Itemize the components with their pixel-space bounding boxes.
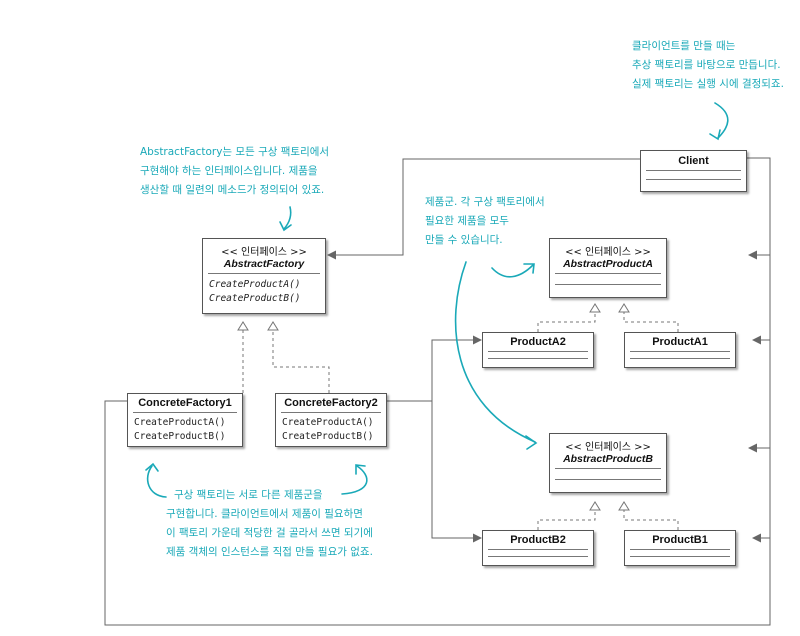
class-divider [488,556,588,557]
note-client-arrow [714,102,729,139]
class-divider [555,479,661,480]
class-concrete-factory2-name: ConcreteFactory2 [284,397,378,409]
class-abstract-product-b-name: AbstractProductB [563,453,653,465]
class-abstract-product-a: << 인터페이스 >> AbstractProductA [549,238,667,298]
note-cf-arrow-left [146,465,167,498]
class-divider [646,179,741,180]
note-concrete-factories: 구상 팩토리는 서로 다른 제품군을 구현합니다. 클라이언트에서 제품이 필요… [166,486,373,562]
stereotype-label: << 인터페이스 >> [221,247,307,258]
class-divider [630,358,730,359]
note-line: 이 팩토리 가운데 적당한 걸 골라서 쓰면 되기에 [166,527,373,539]
note-line: 만들 수 있습니다. [425,234,503,246]
note-line: 구현합니다. 클라이언트에서 제품이 필요하면 [166,508,363,520]
class-divider [630,556,730,557]
class-product-a2: ProductA2 [482,332,594,368]
b1-realizes-apb [623,510,679,530]
class-client: Client [640,150,747,192]
note-line: 구현해야 하는 인터페이스입니다. 제품을 [140,165,318,177]
a1-realizes-apa [623,312,679,332]
note-af-arrow [283,206,292,230]
note-line: 제품군. 각 구상 팩토리에서 [425,196,545,208]
class-divider [281,412,381,413]
class-product-a1: ProductA1 [624,332,736,368]
operations: CreateProductA() CreateProductB() [203,274,325,306]
cf1-products-loop [104,400,771,626]
operation: CreateProductA() [209,279,301,290]
class-abstract-product-a-name: AbstractProductA [563,258,653,270]
note-line: 필요한 제품을 모두 [425,215,509,227]
class-product-a2-name: ProductA2 [510,336,566,348]
note-family-arrow-b [454,261,536,443]
class-abstract-factory-name: AbstractFactory [223,258,305,270]
class-divider [555,468,661,469]
class-product-b1: ProductB1 [624,530,736,566]
operations: CreateProductA() CreateProductB() [276,413,386,444]
b2-realizes-apb [537,510,596,530]
class-product-a1-name: ProductA1 [652,336,708,348]
note-product-family: 제품군. 각 구상 팩토리에서 필요한 제품을 모두 만들 수 있습니다. [425,193,545,250]
note-client: 클라이언트를 만들 때는 추상 팩토리를 바탕으로 만듭니다. 실제 팩토리는 … [632,37,784,94]
note-line: 클라이언트를 만들 때는 [632,40,736,52]
operation: CreateProductB() [209,293,301,304]
class-product-b2-name: ProductB2 [510,534,566,546]
class-abstract-product-b: << 인터페이스 >> AbstractProductB [549,433,667,493]
class-concrete-factory2: ConcreteFactory2 CreateProductA() Create… [275,393,387,447]
cf2-products [387,335,482,402]
operation: CreateProductB() [134,431,226,442]
operation: CreateProductA() [282,417,374,428]
note-abstract-factory: AbstractFactory는 모든 구상 팩토리에서 구현해야 하는 인터페… [140,143,329,200]
class-divider [630,351,730,352]
note-line: 구상 팩토리는 서로 다른 제품군을 [174,489,323,501]
operation: CreateProductA() [134,417,226,428]
client-to-abstractfactory [327,158,640,260]
stereotype-label: << 인터페이스 >> [565,442,651,453]
note-line: AbstractFactory는 모든 구상 팩토리에서 [140,146,330,158]
note-line: 생산할 때 일련의 메소드가 정의되어 있죠. [140,184,325,196]
class-product-b1-name: ProductB1 [652,534,708,546]
stereotype-label: << 인터페이스 >> [565,247,651,258]
class-divider [488,351,588,352]
class-divider [555,284,661,285]
client-trunk [747,157,771,260]
note-line: 추상 팩토리를 바탕으로 만듭니다. [632,59,781,71]
class-divider [133,412,237,413]
note-line: 실제 팩토리는 실행 시에 결정되죠. [632,78,784,90]
class-divider [488,549,588,550]
note-cf-arrow-right [341,465,368,495]
class-divider [555,273,661,274]
note-family-arrow-a [491,264,534,278]
class-divider [488,358,588,359]
class-divider [630,549,730,550]
operations: CreateProductA() CreateProductB() [128,413,242,444]
note-line: 제품 객체의 인스턴스를 직접 만들 필요가 없죠. [166,546,373,558]
class-product-b2: ProductB2 [482,530,594,566]
class-concrete-factory1: ConcreteFactory1 CreateProductA() Create… [127,393,243,447]
class-concrete-factory1-name: ConcreteFactory1 [138,397,232,409]
class-client-name: Client [678,155,709,167]
cf2-realizes-af [272,330,330,393]
class-abstract-factory: << 인터페이스 >> AbstractFactory CreateProduc… [202,238,326,314]
operation: CreateProductB() [282,431,374,442]
class-divider [208,273,320,274]
class-divider [646,170,741,171]
a2-realizes-apa [537,312,596,332]
